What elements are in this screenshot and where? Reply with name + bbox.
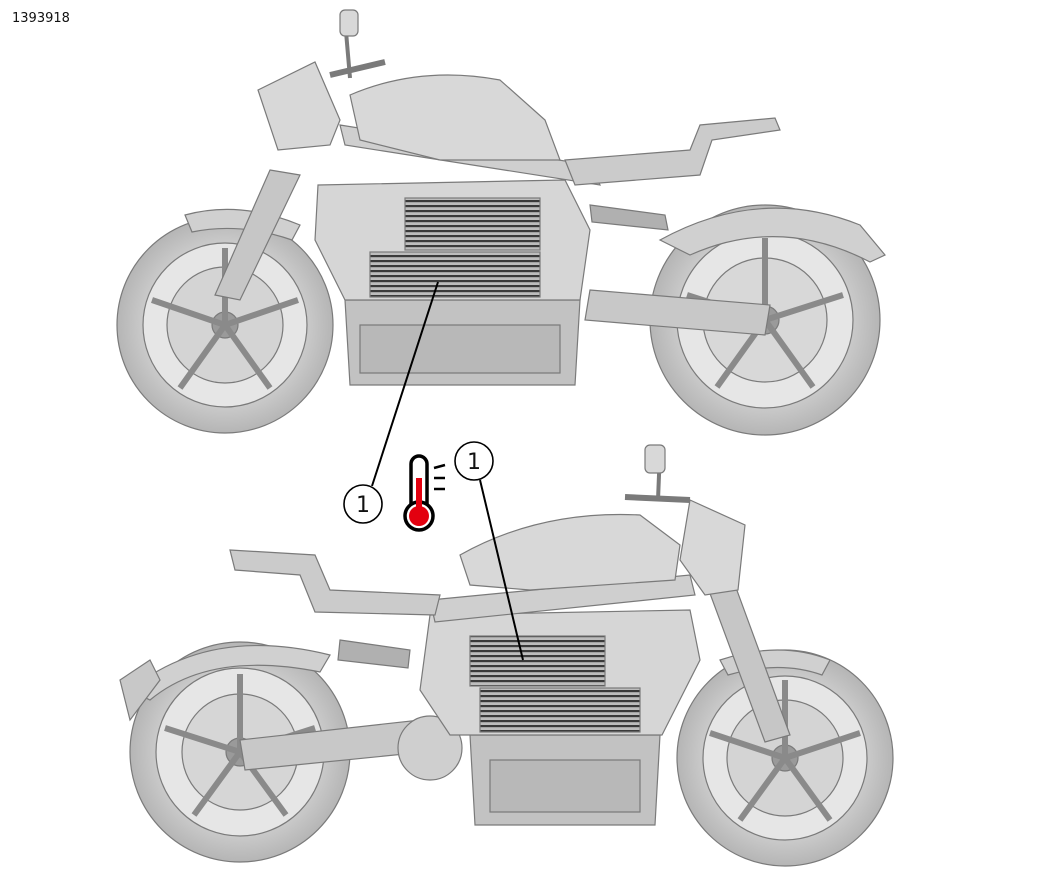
motorcycle-top-view: [116, 9, 886, 436]
leader-line-bottom: [479, 479, 524, 661]
callout-marker-right: 1: [454, 441, 494, 481]
radiator-fins-upper-top: [404, 197, 541, 251]
front-wheel-top: [116, 216, 334, 434]
callout-marker-left: 1: [343, 484, 383, 524]
figure-id: 1393918: [12, 11, 70, 26]
radiator-fins-lower-bottom: [479, 687, 641, 733]
motorcycle-bottom-view: [119, 444, 894, 867]
leader-line-top: [371, 281, 439, 487]
radiator-fins-lower-top: [369, 251, 541, 298]
radiator-fins-upper-bottom: [469, 635, 606, 687]
thermometer-hot-icon: [403, 454, 446, 532]
callout-label-right: 1: [467, 450, 481, 475]
front-wheel-bottom: [676, 649, 894, 867]
callout-group: 1 1: [343, 281, 524, 661]
callout-label-left: 1: [356, 493, 370, 518]
